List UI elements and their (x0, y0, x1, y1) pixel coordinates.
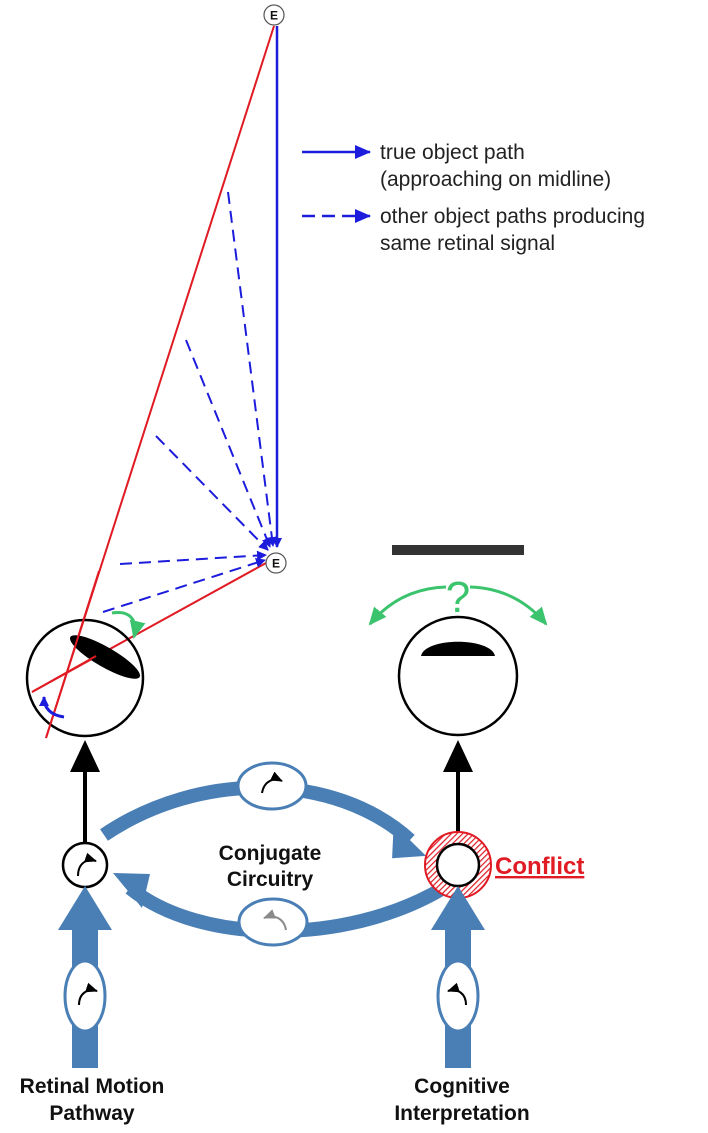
curved-arrow-counterclockwise-icon (263, 909, 287, 931)
blue-rotation-arrow (39, 696, 65, 719)
green-vergence-arrow (111, 610, 146, 639)
conjugate-circuitry: Conjugate Circuitry (100, 761, 444, 947)
upper-circuit-node (236, 761, 308, 811)
right-input-pathway (431, 886, 485, 1068)
left-source-label-line-1: Retinal Motion (20, 1075, 165, 1098)
legend-solid-label-2: (approaching on midline) (380, 168, 611, 191)
green-arrow-right (469, 585, 548, 626)
legend: true object path (approaching on midline… (302, 141, 645, 255)
right-pathway-node (436, 959, 480, 1033)
dashed-path (119, 550, 267, 565)
curved-arrow-clockwise-icon (261, 771, 283, 794)
curved-arrow-clockwise-icon (78, 982, 98, 1006)
left-eye-lens (70, 635, 140, 679)
right-source-label-line-2: Interpretation (394, 1102, 529, 1125)
right-eye-lens (421, 641, 495, 656)
question-mark: ? (446, 573, 470, 622)
right-neural-node: Conflict (424, 831, 584, 899)
dashed-path (102, 557, 266, 613)
lower-circuit-node (237, 897, 309, 947)
alternative-object-paths (102, 191, 277, 613)
green-arrow-left (368, 585, 447, 626)
circuitry-label-line-1: Conjugate (219, 842, 322, 865)
left-pathway-node (63, 959, 107, 1033)
right-source-label-line-1: Cognitive (414, 1075, 510, 1098)
far-point-marker: E (263, 4, 285, 26)
dashed-path (155, 435, 269, 551)
left-input-pathway (58, 886, 112, 1068)
lower-circuit-arrowhead (113, 873, 150, 908)
upper-circuit-arrowhead (392, 824, 427, 859)
legend-dashed-label-2: same retinal signal (380, 232, 555, 255)
left-neural-node (61, 841, 109, 889)
dashed-path (227, 191, 277, 547)
curved-arrow-clockwise-icon (77, 852, 97, 877)
conflict-label: Conflict (495, 853, 584, 880)
line-of-sight (31, 25, 275, 739)
near-point-label: E (272, 557, 280, 571)
dashed-path (185, 339, 272, 548)
left-eye (25, 570, 146, 739)
legend-solid-label-1: true object path (380, 141, 525, 164)
fixation-bar (392, 545, 524, 555)
legend-dashed-label-1: other object paths producing (380, 205, 645, 228)
curved-arrow-counterclockwise-icon (447, 982, 467, 1006)
right-eye: ? (368, 545, 548, 737)
near-point-marker: E (265, 552, 287, 574)
left-source-label-line-2: Pathway (49, 1102, 135, 1125)
far-point-label: E (270, 9, 278, 23)
circuitry-label-line-2: Circuitry (227, 868, 314, 891)
